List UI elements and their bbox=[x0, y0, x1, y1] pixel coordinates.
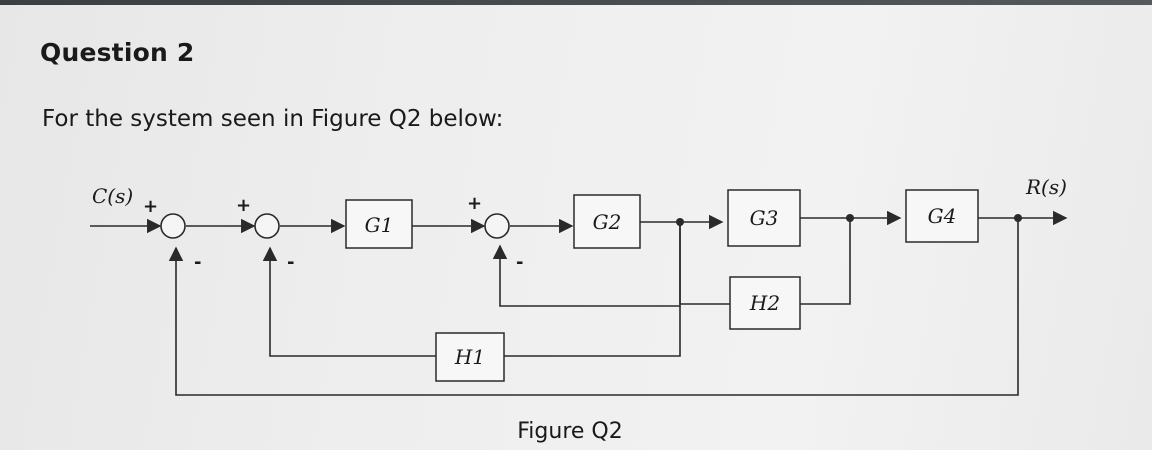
pickoff-dot-g2 bbox=[676, 218, 684, 226]
h2-to-g2-output bbox=[679, 222, 730, 305]
h1-loop-out bbox=[262, 246, 436, 357]
question-heading: Question 2 bbox=[40, 38, 195, 67]
h2-loop-line bbox=[800, 218, 851, 305]
top-edge-bar bbox=[0, 0, 1152, 5]
block-g1 bbox=[345, 199, 413, 249]
g2-output-loop-line bbox=[492, 222, 681, 307]
pickoff-dot-output bbox=[1014, 214, 1022, 222]
h2-label: H2 bbox=[749, 291, 780, 315]
summing-junction-3 bbox=[484, 213, 510, 239]
h1-loop-in bbox=[504, 306, 681, 357]
outer-feedback-line bbox=[168, 218, 1019, 396]
g4-label: G4 bbox=[928, 204, 957, 228]
block-g4 bbox=[905, 189, 979, 243]
h1-label: H1 bbox=[454, 345, 485, 369]
question-prompt: For the system seen in Figure Q2 below: bbox=[42, 106, 504, 132]
pickoff-dot-g3 bbox=[846, 214, 854, 222]
block-g2 bbox=[573, 194, 641, 249]
g3-label: G3 bbox=[750, 206, 779, 230]
sum2-minus-sign: - bbox=[287, 252, 294, 273]
g2-label: G2 bbox=[593, 210, 622, 234]
g1-label: G1 bbox=[365, 213, 394, 237]
sum1-plus-sign: + bbox=[143, 196, 158, 217]
sum2-plus-sign: + bbox=[236, 195, 251, 216]
summing-junction-2 bbox=[254, 213, 280, 239]
sum3-minus-sign: - bbox=[516, 252, 523, 273]
input-signal-label: C(s) bbox=[92, 184, 133, 208]
output-signal-label: R(s) bbox=[1025, 175, 1067, 199]
sum3-plus-sign: + bbox=[467, 193, 482, 214]
figure-caption: Figure Q2 bbox=[517, 419, 622, 444]
block-h1 bbox=[435, 332, 505, 382]
block-h2 bbox=[729, 276, 801, 330]
sum1-minus-sign: - bbox=[194, 252, 201, 273]
summing-junction-1 bbox=[160, 213, 186, 239]
block-g3 bbox=[727, 189, 801, 247]
